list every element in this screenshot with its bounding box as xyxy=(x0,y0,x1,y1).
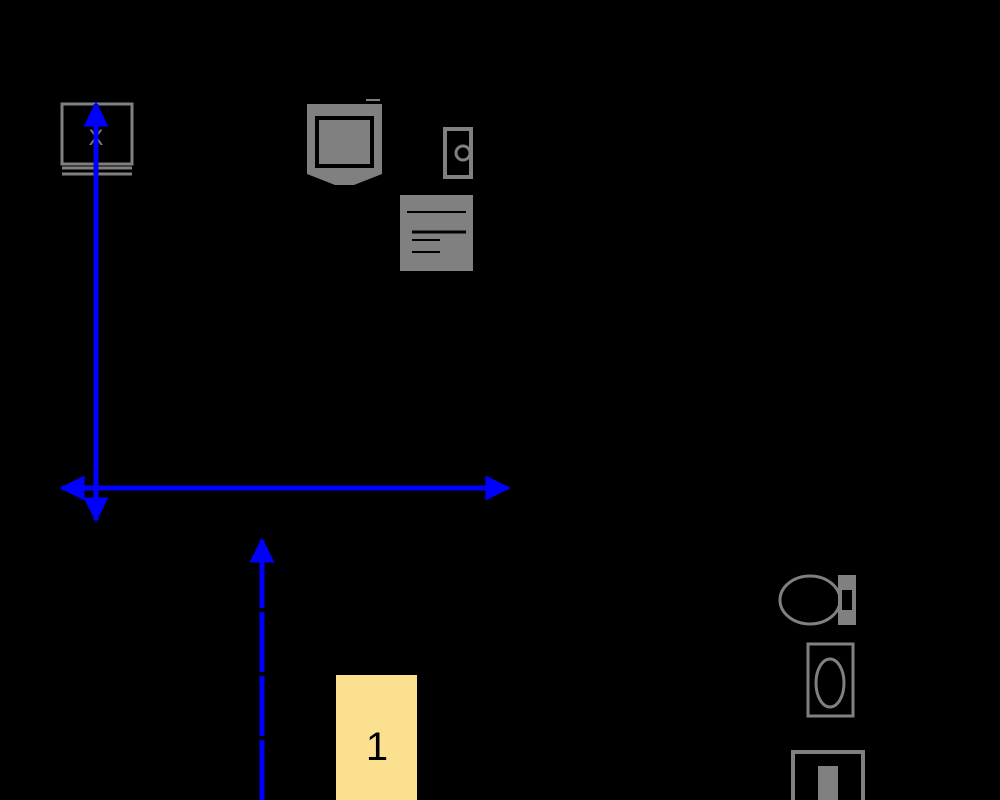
washer-fixture xyxy=(443,127,473,179)
zone-label: 1 xyxy=(366,725,388,769)
cabinet-fixture xyxy=(400,195,473,271)
dishwasher-fixture xyxy=(307,99,382,185)
shower-fixture xyxy=(791,750,865,800)
toilet-fixture xyxy=(778,574,856,626)
sink-fixture xyxy=(806,642,855,718)
zone-marker: 1 xyxy=(336,675,417,800)
